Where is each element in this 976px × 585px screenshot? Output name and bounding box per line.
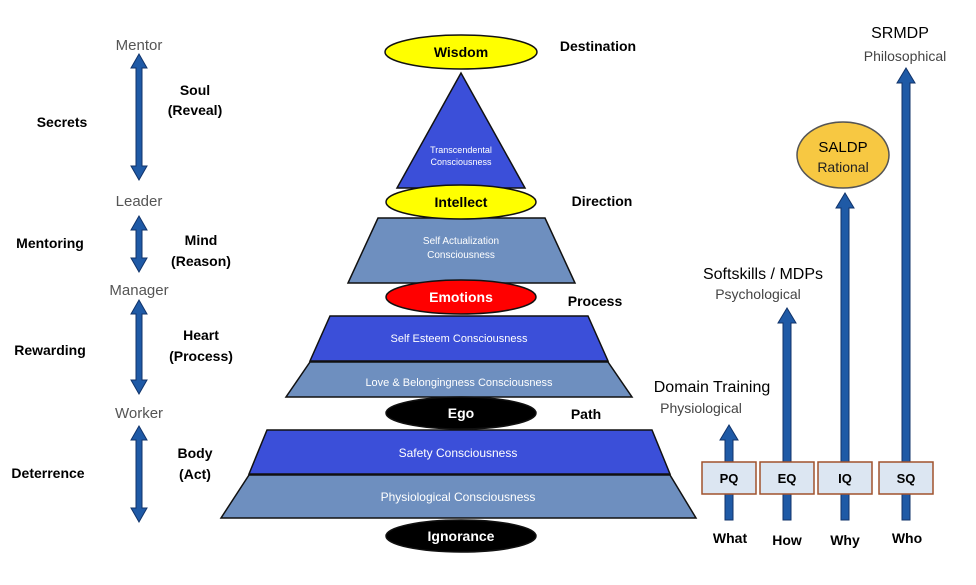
faculty-heart-sub: (Process) [169,348,233,364]
tier-self-actualization-line1: Self Actualization [423,236,499,247]
subtitle-rational: Rational [817,159,868,175]
oval-emotions: Emotions [385,279,537,315]
faculty-mind-sub: (Reason) [171,253,231,269]
faculty-body: Body [178,445,213,461]
tier-safety-label: Safety Consciousness [399,446,518,460]
faculty-body-sub: (Act) [179,466,211,482]
oval-ego-label: Ego [448,405,474,421]
title-softskills: Softskills / MDPs [703,266,823,283]
practice-deterrence: Deterrence [11,465,84,481]
box-iq: IQ [817,461,873,495]
faculty-mind: Mind [185,232,218,248]
level-mentor: Mentor [116,37,163,54]
apex-label-line2: Consciousness [430,157,492,167]
faculty-soul: Soul [180,82,210,98]
pyramid-tier-self-esteem: Self Esteem Consciousness [308,315,610,362]
practice-secrets: Secrets [37,114,88,130]
apex-label-line1: Transcendental [430,145,492,155]
oval-emotions-label: Emotions [429,289,493,305]
practice-rewarding: Rewarding [14,342,86,358]
oval-wisdom-label: Wisdom [434,44,488,60]
arrow-iq [835,192,855,521]
oval-intellect: Intellect [385,184,537,220]
box-pq: PQ [701,461,757,495]
double-arrow-leader-manager [130,214,148,274]
subtitle-psychological: Psychological [715,286,801,302]
box-sq-label: SQ [897,471,916,486]
title-domain-training: Domain Training [654,379,771,396]
tier-love-belonging-label: Love & Belongingness Consciousness [365,377,553,389]
box-eq-label: EQ [778,471,797,486]
double-arrow-worker-base [130,424,148,524]
level-leader: Leader [116,193,163,210]
subtitle-philosophical: Philosophical [864,48,947,64]
arrow-eq [777,307,797,521]
box-sq: SQ [878,461,934,495]
question-who: Who [892,530,922,546]
double-arrow-mentor-leader [130,52,148,182]
oval-ignorance-label: Ignorance [428,528,495,544]
oval-ego: Ego [385,396,537,430]
oval-wisdom: Wisdom [384,34,538,70]
stage-destination: Destination [560,38,636,54]
pyramid-tier-physiological: Physiological Consciousness [219,474,698,519]
arrow-sq [896,67,916,521]
question-what: What [713,530,748,546]
tier-physiological-label: Physiological Consciousness [381,490,536,504]
title-saldp: SALDP [818,139,867,156]
faculty-soul-sub: (Reveal) [168,102,222,118]
box-eq: EQ [759,461,815,495]
subtitle-physiological: Physiological [660,400,742,416]
pyramid-tier-safety: Safety Consciousness [247,429,672,475]
title-srmdp: SRMDP [871,25,929,42]
pyramid-tier-love-belonging: Love & Belongingness Consciousness [284,361,634,398]
oval-ignorance: Ignorance [385,519,537,553]
pyramid-apex: Transcendental Consciousness [395,71,527,189]
box-pq-label: PQ [720,471,739,486]
stage-process: Process [568,293,623,309]
question-why: Why [830,532,860,548]
stage-path: Path [571,406,601,422]
box-iq-label: IQ [838,471,852,486]
faculty-heart: Heart [183,327,219,343]
oval-intellect-label: Intellect [435,194,488,210]
double-arrow-manager-worker [130,298,148,396]
tier-self-esteem-label: Self Esteem Consciousness [391,333,528,345]
oval-saldp: SALDP Rational [796,121,890,189]
level-worker: Worker [115,405,163,422]
pyramid-tier-self-actualization: Self Actualization Consciousness [346,217,577,284]
level-manager: Manager [109,282,168,299]
tier-self-actualization-line2: Consciousness [427,250,495,261]
practice-mentoring: Mentoring [16,235,84,251]
stage-direction: Direction [572,193,633,209]
question-how: How [772,532,802,548]
